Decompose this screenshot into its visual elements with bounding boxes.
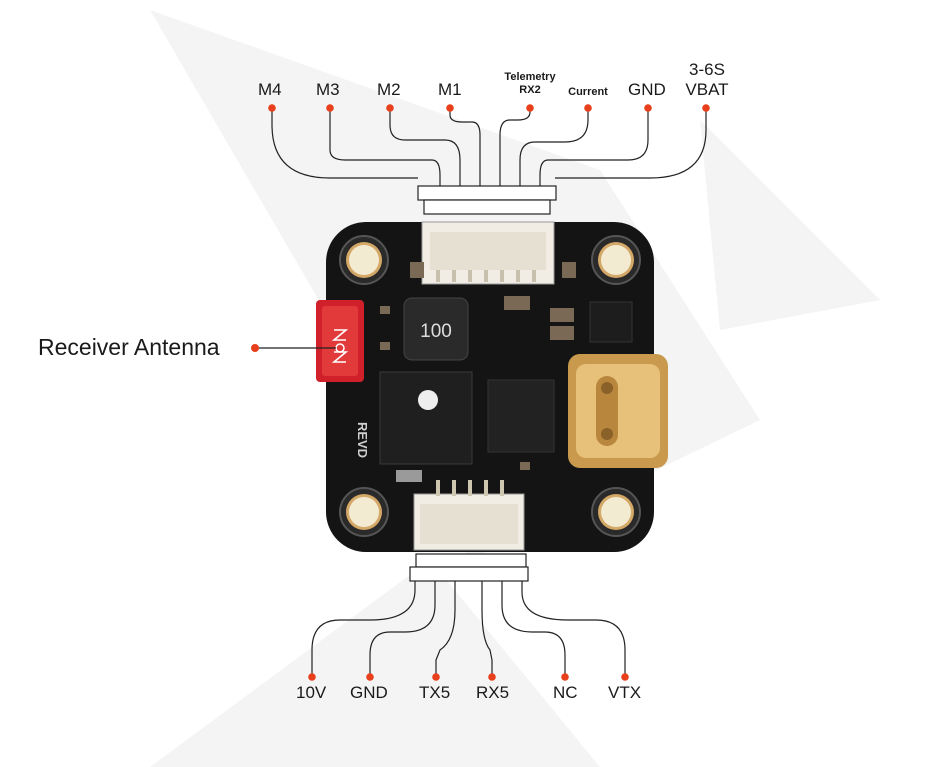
- pin-dot-10v: [308, 673, 316, 681]
- receiver-antenna: [316, 300, 364, 382]
- usb-c-port: [568, 354, 668, 468]
- bottom-jst-socket: [413, 480, 525, 551]
- pin-dot-vbat: [702, 104, 710, 112]
- edge-marking: REVD: [355, 422, 370, 458]
- inductor-component: 100: [403, 297, 469, 361]
- wire-m2: [389, 108, 461, 186]
- label-telemetry-line1: Telemetry: [504, 71, 556, 83]
- inductor-marking: 100: [420, 321, 452, 342]
- wire-10v: [311, 581, 416, 677]
- pin-dot-nc: [561, 673, 569, 681]
- label-m1: M1: [438, 80, 462, 99]
- pin-dot-telemetry: [526, 104, 534, 112]
- pin-dot-m4: [268, 104, 276, 112]
- pin-dot-rx5: [488, 673, 496, 681]
- label-vbat: 3-6S VBAT: [685, 60, 729, 100]
- label-vbat-line2: VBAT: [685, 80, 729, 99]
- label-gnd-top: GND: [628, 80, 666, 99]
- flight-controller-board: 100 REVD: [326, 221, 668, 552]
- pin-dot-vtx: [621, 673, 629, 681]
- wire-telemetry: [499, 108, 531, 186]
- label-10v: 10V: [296, 683, 327, 702]
- wire-nc: [501, 581, 566, 677]
- small-chip-right: [589, 301, 633, 343]
- mounting-hole-bottom-left: [339, 487, 389, 537]
- pin-dot-gnd-bottom: [366, 673, 374, 681]
- top-jst-socket: [421, 221, 555, 285]
- wire-tx5: [435, 581, 456, 677]
- secondary-chip: [487, 379, 555, 453]
- bottom-connector-plug: [409, 553, 529, 582]
- wire-gnd: [539, 108, 649, 186]
- wire-current: [519, 108, 589, 186]
- top-pin-dots: [268, 104, 710, 112]
- label-tx5: TX5: [419, 683, 451, 702]
- wire-rx5: [481, 581, 493, 677]
- label-telemetry-line2: RX2: [519, 84, 541, 96]
- label-vbat-line1: 3-6S: [689, 60, 725, 79]
- wire-m3: [329, 108, 441, 186]
- mounting-hole-top-right: [591, 235, 641, 285]
- wire-m4: [271, 108, 418, 179]
- smd-components: [380, 262, 576, 482]
- label-nc: NC: [553, 683, 578, 702]
- pin-dot-tx5: [432, 673, 440, 681]
- bottom-wires: [311, 581, 626, 677]
- wire-gnd-bottom: [369, 581, 436, 677]
- antenna-dot: [251, 344, 259, 352]
- label-rx5: RX5: [476, 683, 510, 702]
- top-connector-plug: [417, 185, 557, 215]
- wire-vtx: [521, 581, 626, 677]
- label-current: Current: [568, 86, 608, 98]
- label-m4: M4: [258, 80, 282, 99]
- label-vtx: VTX: [608, 683, 642, 702]
- mounting-hole-top-left: [339, 235, 389, 285]
- pin-dot-m3: [326, 104, 334, 112]
- label-gnd-bottom: GND: [350, 683, 388, 702]
- label-telemetry: Telemetry RX2: [498, 71, 562, 97]
- pin-dot-m1: [446, 104, 454, 112]
- mcu-chip: [379, 371, 473, 465]
- wire-m1: [449, 108, 481, 186]
- label-m2: M2: [377, 80, 401, 99]
- pin-dot-m2: [386, 104, 394, 112]
- pin-dot-gnd-top: [644, 104, 652, 112]
- bottom-pin-dots: [308, 673, 629, 681]
- wire-vbat: [555, 108, 707, 179]
- top-wires: [271, 108, 707, 186]
- pin-dot-current: [584, 104, 592, 112]
- label-m3: M3: [316, 80, 340, 99]
- label-receiver-antenna: Receiver Antenna: [38, 334, 220, 360]
- mounting-hole-bottom-right: [591, 487, 641, 537]
